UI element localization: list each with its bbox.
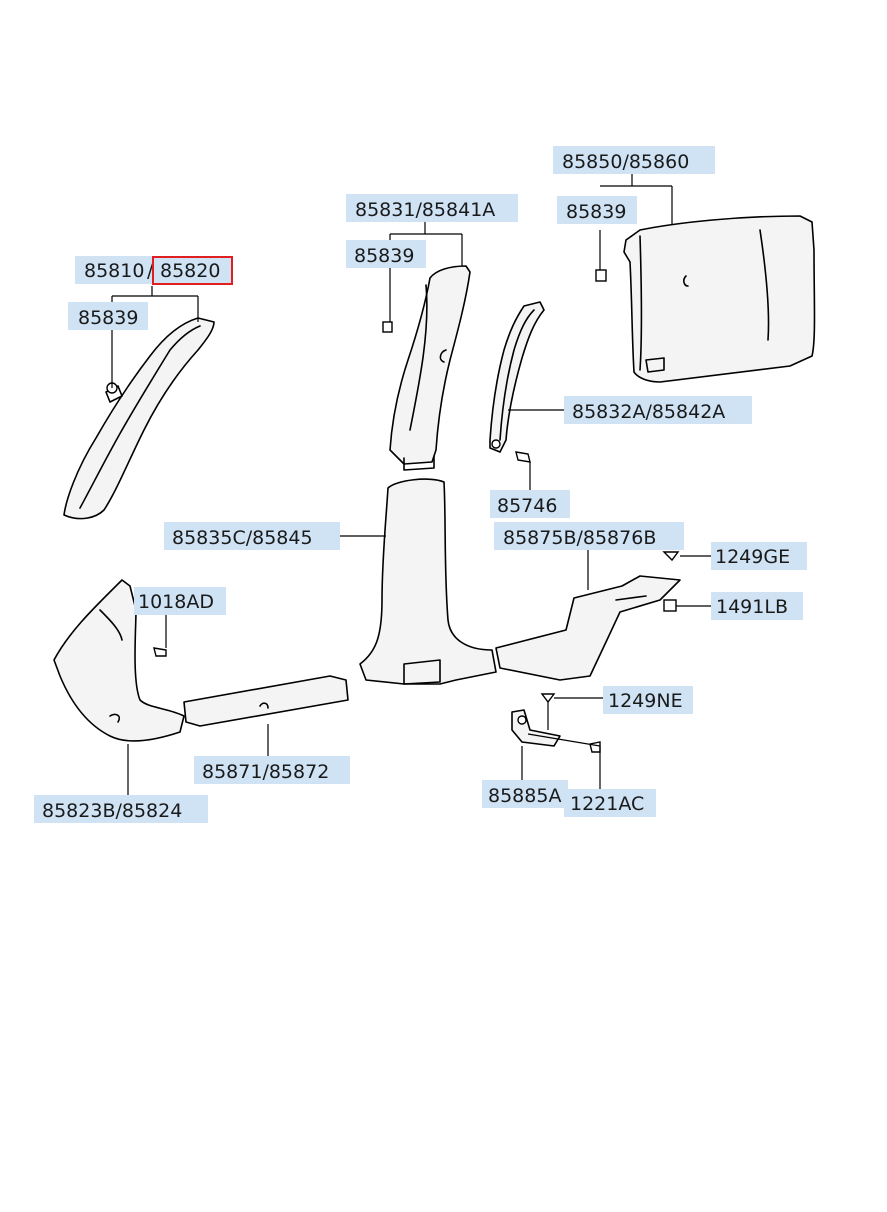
screw-b[interactable] <box>515 451 531 463</box>
label-b-inner-text: 85832A/85842A <box>572 401 725 423</box>
label-clip-b-text: 85839 <box>354 245 414 267</box>
label-clip-c-text: 85839 <box>566 201 626 223</box>
leader-lines <box>111 174 712 796</box>
label-b-lower-text: 85835C/85845 <box>172 527 313 549</box>
label-rear-lower[interactable]: 85875B/85876B <box>494 522 684 550</box>
label-clip-a[interactable]: 85839 <box>68 302 148 330</box>
label-a-pillar[interactable]: 85810 / 85820 <box>75 256 233 285</box>
label-fastener-ne-text: 1249NE <box>608 690 683 712</box>
fastener-ne[interactable] <box>540 693 556 704</box>
fastener-ge[interactable] <box>662 551 680 562</box>
fastener-lb[interactable] <box>663 599 677 612</box>
highlight-box <box>152 256 233 285</box>
kick-panel[interactable] <box>53 579 185 742</box>
label-fastener-lb[interactable]: 1491LB <box>711 592 803 620</box>
clip-c[interactable] <box>595 269 607 282</box>
rear-quarter-trim[interactable] <box>623 215 816 383</box>
b-pillar-lower-trim[interactable] <box>359 478 497 685</box>
label-fastener-ge-text: 1249GE <box>715 546 790 568</box>
rear-lower-trim[interactable] <box>495 575 681 681</box>
label-b-upper-text: 85831/85841A <box>355 199 495 221</box>
bracket[interactable] <box>511 709 561 747</box>
label-clip-c[interactable]: 85839 <box>557 196 637 224</box>
a-pillar-trim[interactable] <box>63 317 215 520</box>
bolt-ac[interactable] <box>589 741 601 753</box>
label-fastener-ne[interactable]: 1249NE <box>603 686 693 714</box>
label-fastener-ge[interactable]: 1249GE <box>711 542 807 570</box>
label-a-pillar-rh: 85820 <box>160 260 220 282</box>
bolt-ad[interactable] <box>153 647 167 657</box>
label-a-pillar-sep: / <box>147 260 154 282</box>
label-sill-scuff-text: 85871/85872 <box>202 761 329 783</box>
label-rear-trim-text: 85850/85860 <box>562 151 689 173</box>
label-screw-b-text: 85746 <box>497 495 557 517</box>
label-bracket[interactable]: 85885A <box>482 780 568 808</box>
label-bracket-text: 85885A <box>488 785 561 807</box>
label-rear-lower-text: 85875B/85876B <box>503 527 656 549</box>
label-kick-panel-text: 85823B/85824 <box>42 800 182 822</box>
label-screw-b[interactable]: 85746 <box>490 490 570 518</box>
label-b-lower[interactable]: 85835C/85845 <box>164 522 340 550</box>
label-bolt-ad[interactable]: 1018AD <box>134 587 226 615</box>
b-pillar-inner-strip[interactable] <box>489 301 545 453</box>
label-b-upper[interactable]: 85831/85841A <box>346 194 518 222</box>
label-clip-a-text: 85839 <box>78 307 138 329</box>
sill-scuff-plate[interactable] <box>183 675 349 727</box>
label-kick-panel[interactable]: 85823B/85824 <box>34 795 208 823</box>
label-bolt-ad-text: 1018AD <box>138 591 214 613</box>
label-fastener-lb-text: 1491LB <box>716 596 788 618</box>
label-a-pillar-lh: 85810 <box>84 260 144 282</box>
clip-b[interactable] <box>382 321 393 333</box>
b-pillar-upper-trim[interactable] <box>389 265 471 471</box>
label-clip-b[interactable]: 85839 <box>346 240 426 268</box>
label-bolt-ac-text: 1221AC <box>570 793 644 815</box>
label-rear-trim[interactable]: 85850/85860 <box>553 146 715 174</box>
label-b-inner[interactable]: 85832A/85842A <box>564 396 752 424</box>
label-sill-scuff[interactable]: 85871/85872 <box>194 756 350 784</box>
label-bolt-ac[interactable]: 1221AC <box>564 789 656 817</box>
